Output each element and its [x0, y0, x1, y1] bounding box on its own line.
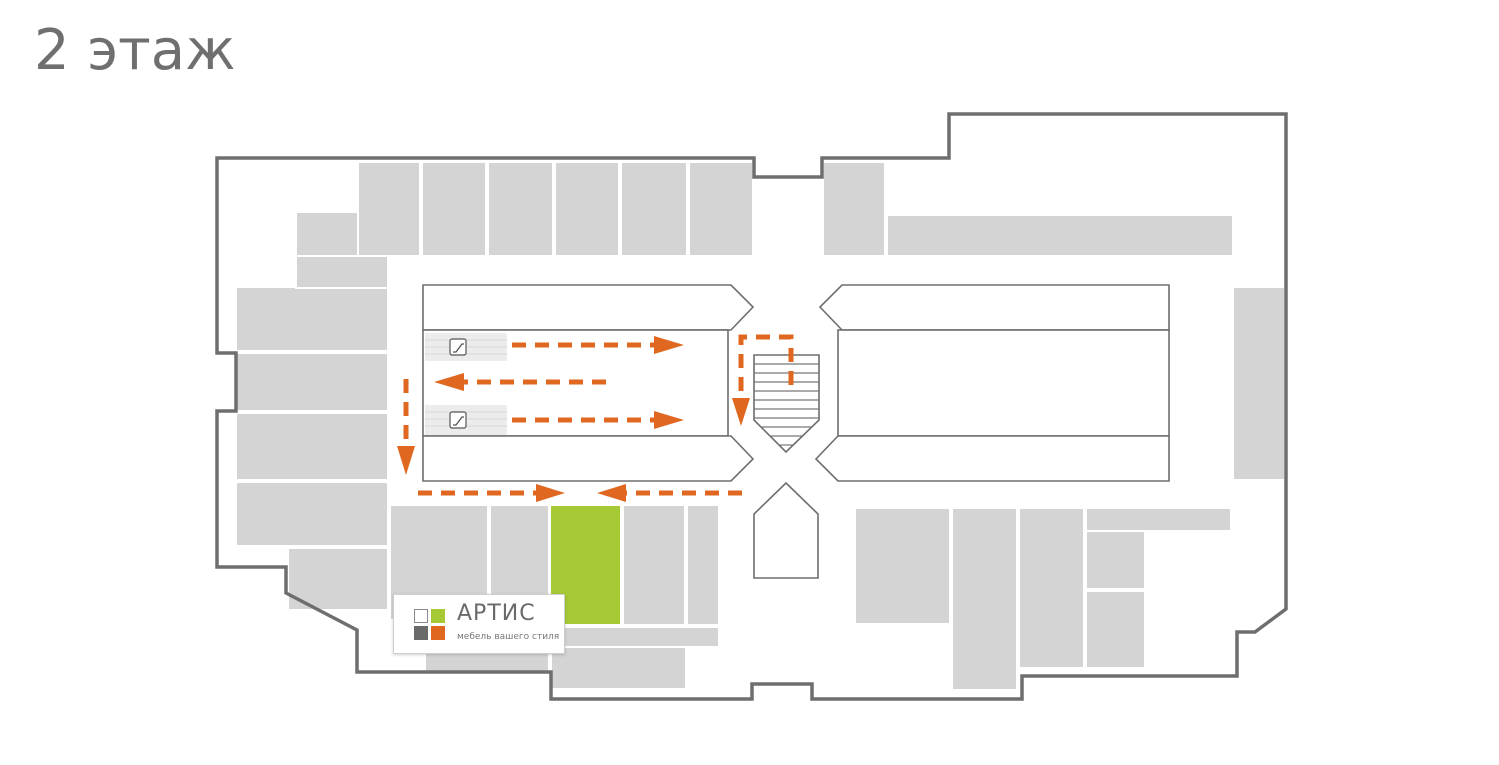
store[interactable]	[1085, 530, 1146, 590]
atrium-east-lower	[814, 435, 1170, 482]
brand-card-artis[interactable]: АРТИС мебель вашего стиля	[393, 594, 565, 654]
stores-north	[295, 161, 1286, 481]
atrium	[422, 284, 1170, 579]
escalator-lower	[425, 405, 507, 435]
store[interactable]	[620, 161, 688, 257]
logo-square	[414, 609, 428, 623]
store[interactable]	[622, 504, 686, 626]
route-arrow	[512, 336, 684, 354]
logo-square	[414, 626, 428, 640]
store[interactable]	[886, 214, 1234, 257]
store[interactable]	[951, 507, 1018, 691]
store[interactable]	[235, 481, 389, 547]
store[interactable]	[357, 161, 421, 257]
brand-name: АРТИС	[457, 601, 536, 626]
brand-tagline: мебель вашего стиля	[457, 632, 560, 642]
escalator-icon	[449, 338, 467, 356]
route-arrow	[397, 379, 415, 475]
staircase	[753, 354, 820, 454]
store[interactable]	[550, 646, 687, 690]
store[interactable]	[1085, 507, 1232, 532]
atrium-west-upper	[422, 284, 755, 331]
store[interactable]	[287, 547, 389, 611]
store[interactable]	[1232, 286, 1286, 481]
store[interactable]	[1085, 590, 1146, 669]
logo-square	[431, 609, 445, 623]
store[interactable]	[235, 352, 389, 412]
store[interactable]	[295, 255, 389, 289]
escalator-upper	[425, 333, 507, 361]
store[interactable]	[554, 161, 620, 257]
route-arrow	[434, 373, 606, 391]
store[interactable]	[487, 161, 554, 257]
atrium-east-upper	[818, 284, 1170, 331]
store[interactable]	[235, 412, 389, 481]
route-arrow	[732, 334, 794, 426]
store[interactable]	[235, 286, 389, 352]
store[interactable]	[688, 161, 754, 257]
atrium-west-lower	[422, 435, 755, 482]
escalator-icon	[449, 411, 467, 429]
route-arrow	[597, 484, 742, 502]
route-arrow	[418, 484, 565, 502]
atrium-east-middle	[837, 329, 1170, 437]
store[interactable]	[854, 507, 951, 625]
store[interactable]	[1018, 507, 1085, 669]
logo-square	[431, 626, 445, 640]
outer-wall	[215, 112, 1288, 701]
floor-title: 2 этаж	[34, 18, 236, 83]
store[interactable]	[421, 161, 487, 257]
store[interactable]	[686, 504, 720, 626]
stores-south-east	[854, 507, 1232, 691]
store[interactable]	[550, 626, 720, 648]
route-arrow	[512, 411, 684, 429]
store[interactable]	[822, 161, 886, 257]
atrium-south-pentagon	[753, 481, 819, 579]
route-arrows	[397, 334, 794, 502]
stores-west	[235, 255, 389, 611]
